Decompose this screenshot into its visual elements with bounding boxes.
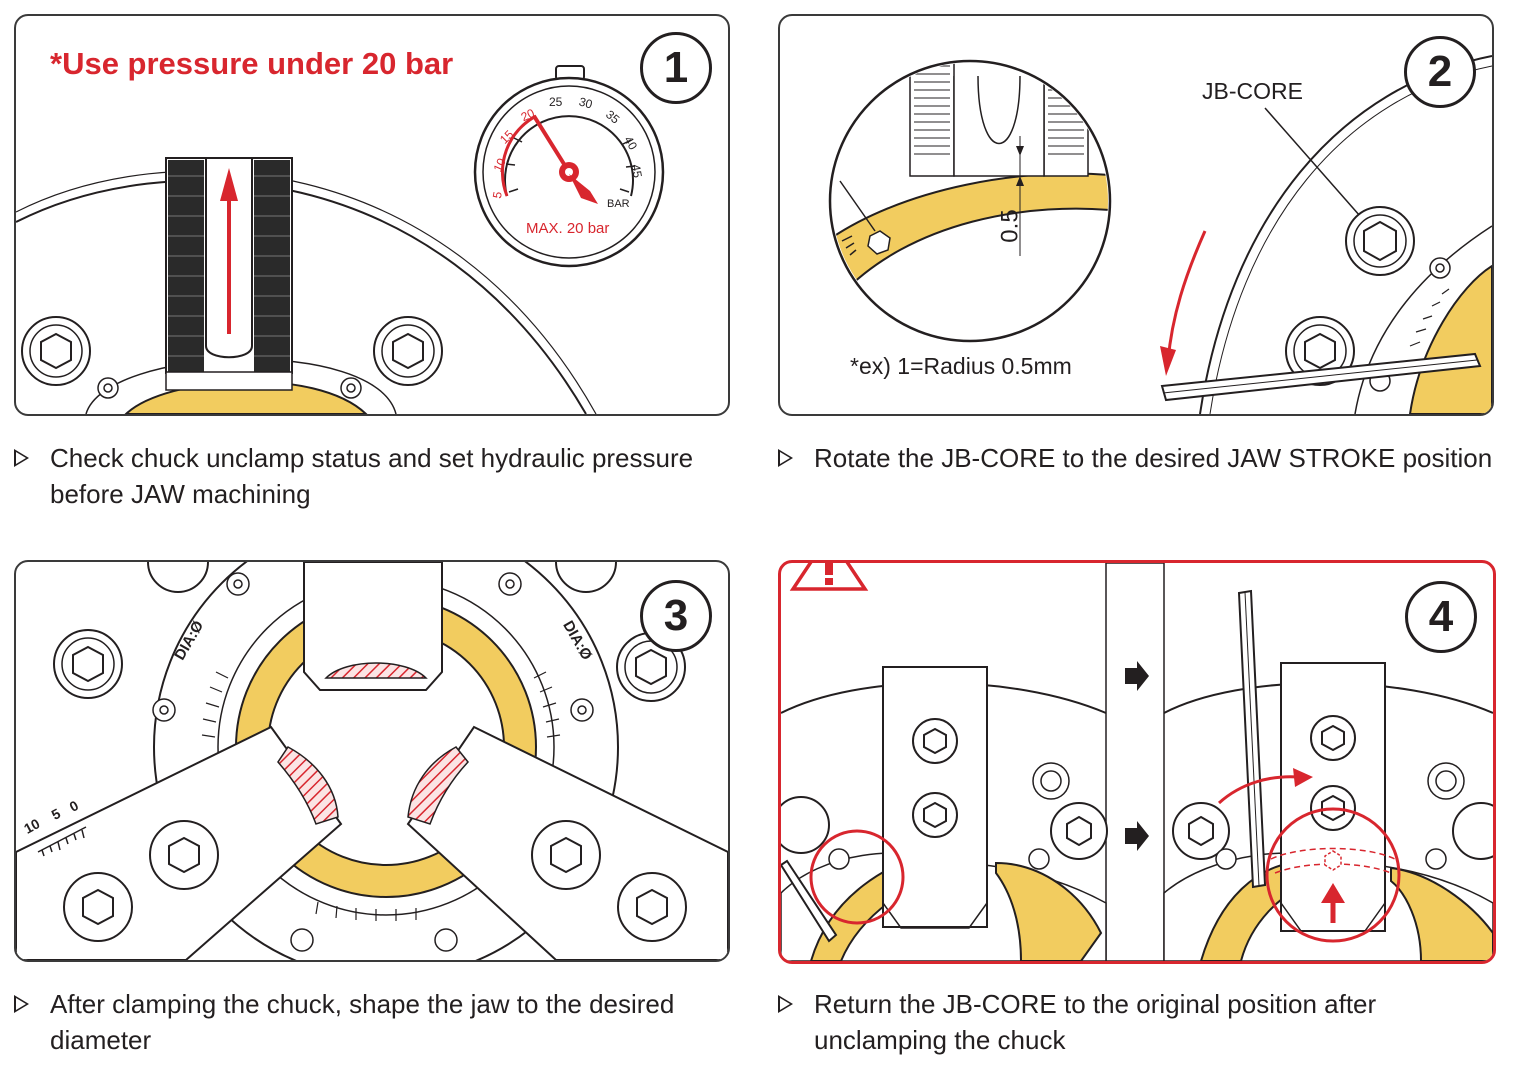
caption-arrow-icon <box>778 449 793 467</box>
gauge-unit: BAR <box>607 198 630 210</box>
rotate-arrow-icon <box>1160 230 1207 376</box>
step2-illustration <box>828 55 1492 414</box>
step2-panel: JB-CORE 0.5 *ex) 1=Radius 0.5mm 2 <box>778 14 1494 416</box>
step-number-1: 1 <box>640 32 712 104</box>
jb-core-label: JB-CORE <box>1202 78 1303 104</box>
step1-caption-text: Check chuck unclamp status and set hydra… <box>50 443 694 509</box>
gauge-tick-45: 45 <box>628 163 645 179</box>
warning-icon <box>789 563 869 591</box>
caption-arrow-icon <box>778 995 793 1013</box>
hex-key-icon <box>1160 352 1482 402</box>
step-number-3: 3 <box>640 580 712 652</box>
bolt-outer-left <box>53 629 123 699</box>
bolt-right <box>373 316 443 386</box>
step-number-4: 4 <box>1405 581 1477 653</box>
jaw-bolt-left <box>63 820 219 942</box>
after-view <box>1163 589 1493 961</box>
step3-panel: DIA:Ø DIA:Ø 10 5 0 3 <box>14 560 730 962</box>
pressure-warning: *Use pressure under 20 bar <box>50 46 454 81</box>
zoom-value-label: 0.5 <box>996 209 1024 243</box>
next-arrow-icon-2 <box>1125 821 1149 851</box>
next-arrow-icon <box>1125 661 1149 691</box>
step4-illustration <box>781 563 1493 961</box>
zoom-detail <box>828 59 1112 343</box>
jb-core-hex-icon <box>1345 206 1415 276</box>
gauge-tick-25: 25 <box>549 95 563 109</box>
step2-caption: Rotate the JB-CORE to the desired JAW ST… <box>778 440 1508 476</box>
step4-caption: Return the JB-CORE to the original posit… <box>778 986 1508 1058</box>
jaw-bolt-right <box>531 820 687 942</box>
caption-arrow-icon <box>14 995 29 1013</box>
step3-illustration <box>16 562 728 960</box>
example-note: *ex) 1=Radius 0.5mm <box>850 353 1072 379</box>
step3-caption: After clamping the chuck, shape the jaw … <box>14 986 744 1058</box>
before-view <box>781 666 1108 961</box>
step3-caption-text: After clamping the chuck, shape the jaw … <box>50 989 675 1055</box>
step2-caption-text: Rotate the JB-CORE to the desired JAW ST… <box>814 443 1493 473</box>
pressure-gauge-icon <box>473 65 665 268</box>
step-number-2: 2 <box>1404 36 1476 108</box>
step1-caption: Check chuck unclamp status and set hydra… <box>14 440 726 512</box>
step1-panel: *Use pressure under 20 bar 5 10 15 20 25… <box>14 14 730 416</box>
step4-caption-text: Return the JB-CORE to the original posit… <box>814 989 1377 1055</box>
step1-illustration <box>16 65 665 414</box>
gauge-max-label: MAX. 20 bar <box>526 220 610 237</box>
bolt-left <box>21 316 91 386</box>
caption-arrow-icon <box>14 449 29 467</box>
up-arrow-icon <box>220 168 238 334</box>
step4-panel: 4 <box>778 560 1496 964</box>
